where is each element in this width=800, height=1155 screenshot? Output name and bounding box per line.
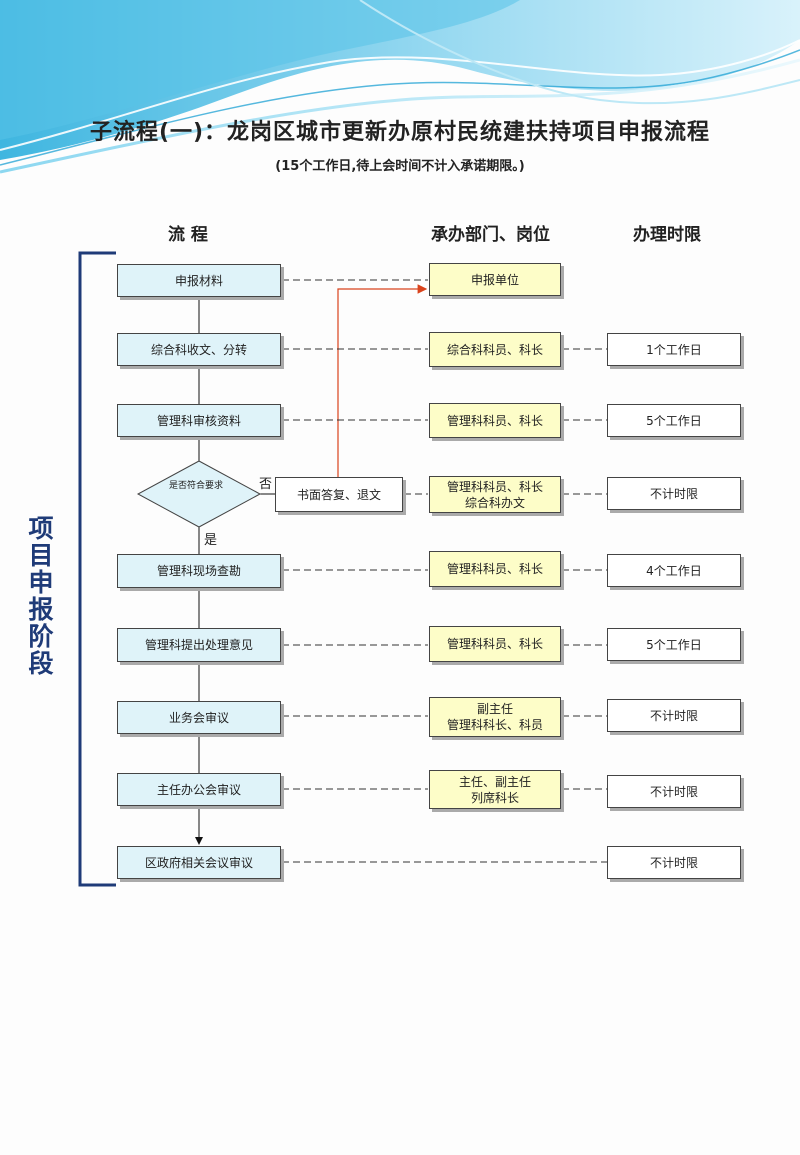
- decision-yes-label: 是: [204, 533, 218, 548]
- column-header-process: 流 程: [168, 225, 208, 245]
- process-step-5: 管理科现场查勘: [117, 554, 281, 588]
- process-step-8: 主任办公会审议: [117, 773, 281, 806]
- decision-no-label: 否: [259, 477, 273, 492]
- process-step-3: 管理科审核资料: [117, 404, 281, 437]
- reject-reply-box: 书面答复、退文: [275, 477, 403, 512]
- limit-step-9: 不计时限: [607, 846, 741, 879]
- column-header-dept: 承办部门、岗位: [431, 225, 550, 245]
- stage-label: 项目申报阶段: [28, 514, 54, 678]
- dept-step-3: 管理科科员、科长: [429, 403, 561, 438]
- stage-bracket: [78, 251, 116, 887]
- dept-step-2: 综合科科员、科长: [429, 332, 561, 367]
- limit-step-3: 5个工作日: [607, 404, 741, 437]
- process-step-9: 区政府相关会议审议: [117, 846, 281, 879]
- process-step-2: 综合科收文、分转: [117, 333, 281, 366]
- column-header-limit: 办理时限: [633, 225, 701, 245]
- page-subtitle: (15个工作日,待上会时间不计入承诺期限。): [275, 159, 525, 174]
- decision-diamond: [136, 460, 262, 528]
- process-step-7: 业务会审议: [117, 701, 281, 734]
- limit-step-4: 不计时限: [607, 477, 741, 510]
- decision-text: 是否符合要求: [168, 481, 223, 491]
- dept-step-4: 管理科科员、科长 综合科办文: [429, 476, 561, 513]
- limit-step-8: 不计时限: [607, 775, 741, 808]
- dept-step-5: 管理科科员、科长: [429, 551, 561, 587]
- dept-step-8: 主任、副主任 列席科长: [429, 770, 561, 809]
- limit-step-2: 1个工作日: [607, 333, 741, 366]
- page-title: 子流程(一)：龙岗区城市更新办原村民统建扶持项目申报流程: [89, 120, 711, 145]
- limit-step-6: 5个工作日: [607, 628, 741, 661]
- process-step-1: 申报材料: [117, 264, 281, 297]
- dept-step-6: 管理科科员、科长: [429, 626, 561, 662]
- limit-step-7: 不计时限: [607, 699, 741, 732]
- dept-step-1: 申报单位: [429, 263, 561, 296]
- header-wave-decoration: [0, 0, 800, 174]
- return-arrow: [337, 284, 428, 477]
- limit-step-5: 4个工作日: [607, 554, 741, 587]
- process-step-6: 管理科提出处理意见: [117, 628, 281, 662]
- dept-step-7: 副主任 管理科科长、科员: [429, 697, 561, 737]
